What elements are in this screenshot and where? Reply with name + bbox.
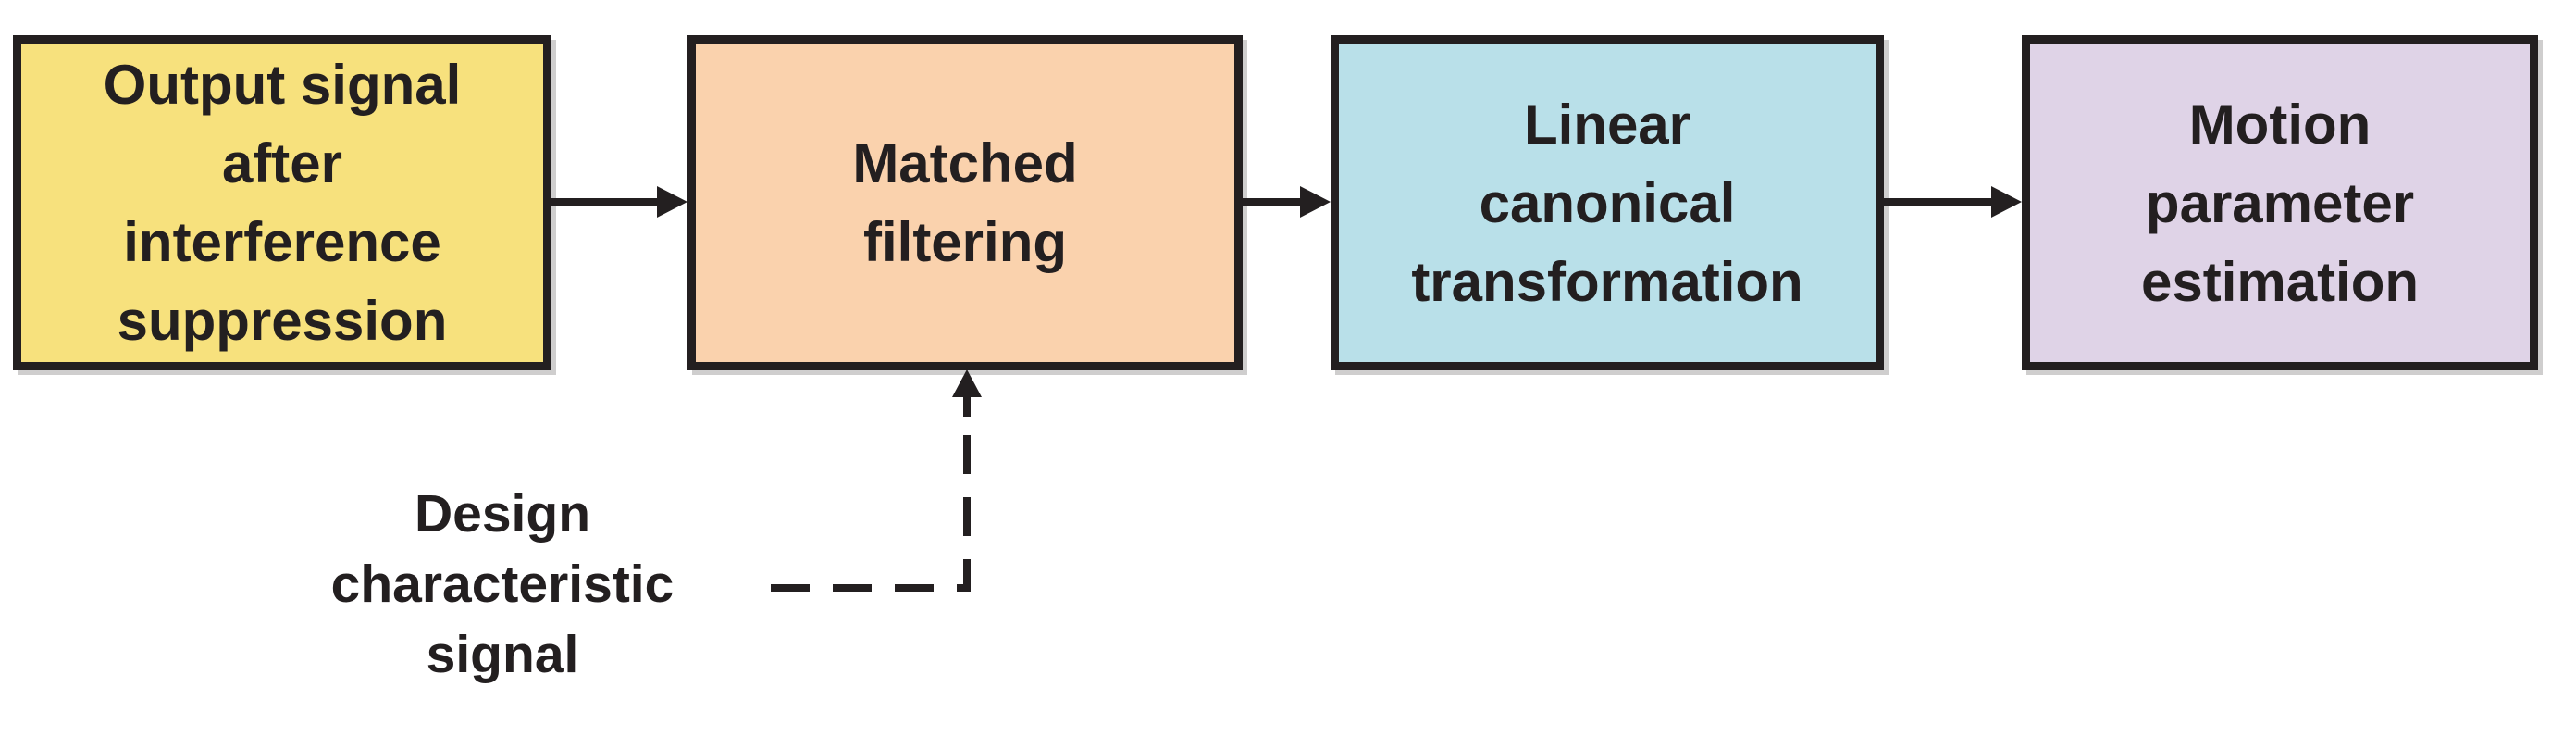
flow-box-output-signal-label: Output signal after interference suppres… — [103, 54, 462, 352]
arrow-box3-to-box4 — [1883, 198, 1994, 206]
arrow-box2-to-box3 — [1242, 198, 1303, 206]
flow-box-output-signal: Output signal after interference suppres… — [13, 35, 551, 370]
arrow-box1-to-box2 — [551, 198, 662, 206]
flow-box-matched-filtering-label: Matched filtering — [852, 132, 1078, 273]
flow-box-linear-canonical-transformation: Linear canonical transformation — [1331, 35, 1884, 370]
design-characteristic-signal-label: Design characteristic signal — [330, 484, 675, 684]
arrowhead-right-icon — [1991, 186, 2022, 218]
dashed-line — [771, 414, 971, 592]
flow-box-matched-filtering: Matched filtering — [687, 35, 1243, 370]
arrowhead-right-icon — [657, 186, 687, 218]
arrowhead-right-icon — [1300, 186, 1331, 218]
arrowhead-up-icon — [952, 369, 982, 397]
flow-box-linear-canonical-transformation-label: Linear canonical transformation — [1411, 93, 1803, 313]
dashed-arrow-design-signal-to-matched-filtering — [771, 369, 982, 592]
flow-box-motion-parameter-estimation-label: Motion parameter estimation — [2140, 93, 2420, 313]
flow-box-motion-parameter-estimation: Motion parameter estimation — [2022, 35, 2538, 370]
